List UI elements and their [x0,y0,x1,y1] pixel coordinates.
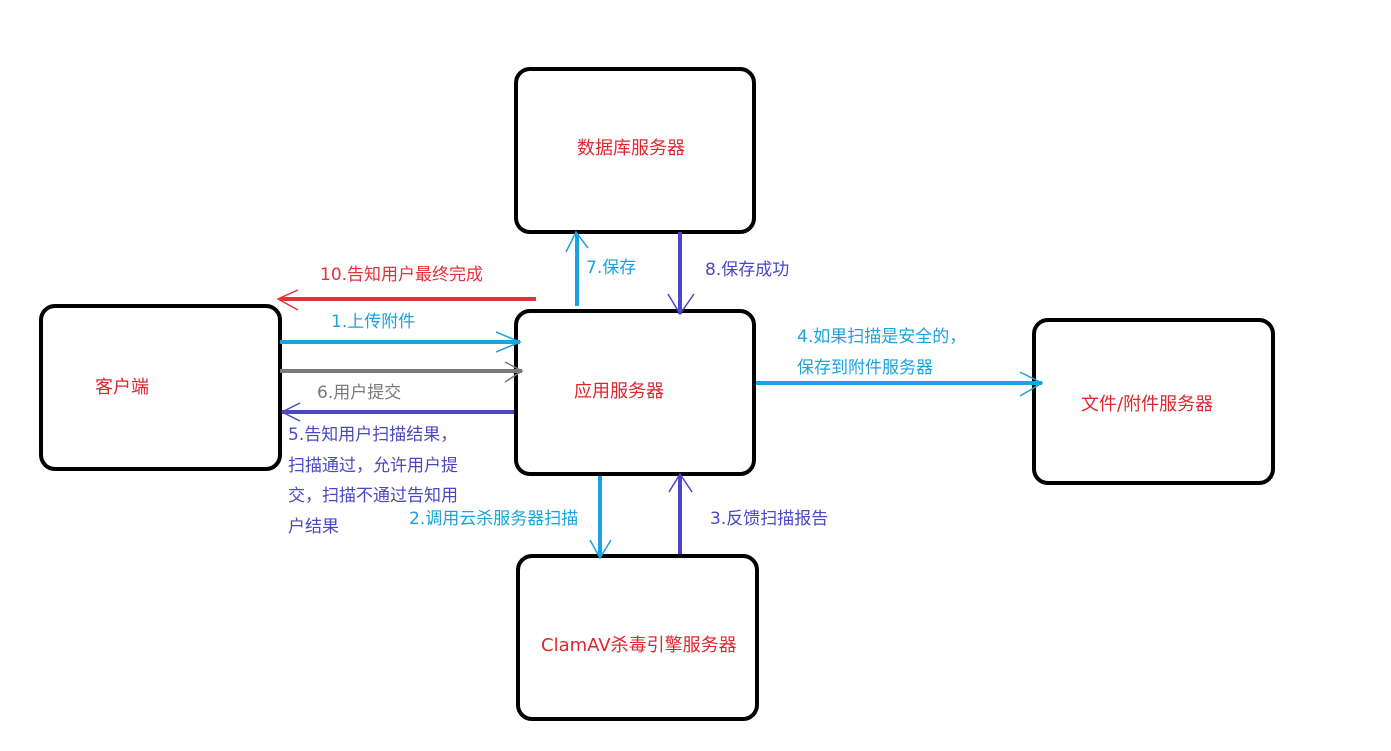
edge-label-4-line2: 保存到附件服务器 [797,358,933,378]
edge-label-8: 8.保存成功 [705,260,790,280]
arrow-6-gray [280,361,524,383]
edge-label-4: 4.如果扫描是安全的， 保存到附件服务器 [797,322,966,384]
clamav-server-label: ClamAV杀毒引擎服务器 [541,635,737,656]
edge-label-1: 1.上传附件 [331,312,416,332]
edge-label-5-line1: 5.告知用户扫描结果， [288,425,458,445]
arrow-1-cyan [280,331,522,353]
arrow-10-red [276,289,536,311]
file-server-label: 文件/附件服务器 [1081,394,1214,415]
clamav-server-box [516,554,759,721]
arrow-8-blue [667,232,695,316]
db-server-box [514,67,756,234]
arrow-4-cyan [756,371,1044,397]
app-server-box [514,309,756,476]
arrow-2-cyan [589,476,612,560]
edge-label-10: 10.告知用户最终完成 [320,265,484,285]
edge-label-7: 7.保存 [586,258,637,278]
edge-label-2: 2.调用云杀服务器扫描 [409,509,579,529]
edge-label-5-line3: 交，扫描不通过告知用 [288,486,458,506]
edge-label-5-line4: 户结果 [288,516,339,537]
edge-label-5: 5.告知用户扫描结果， 扫描通过，允许用户提 交，扫描不通过告知用 户结果 [288,420,458,542]
edge-label-6: 6.用户提交 [317,383,402,403]
file-server-box [1032,318,1275,485]
db-server-label: 数据库服务器 [577,138,685,159]
app-server-label: 应用服务器 [574,381,664,402]
client-label: 客户端 [95,377,149,398]
edge-label-4-line1: 4.如果扫描是安全的， [797,327,967,347]
edge-label-3: 3.反馈扫描报告 [710,509,829,529]
client-box [39,304,282,471]
arrow-7-cyan [565,230,589,306]
arrow-5-blue [280,402,514,422]
arrow-3-blue [668,472,693,554]
edge-label-5-line2: 扫描通过，允许用户提 [288,455,458,476]
